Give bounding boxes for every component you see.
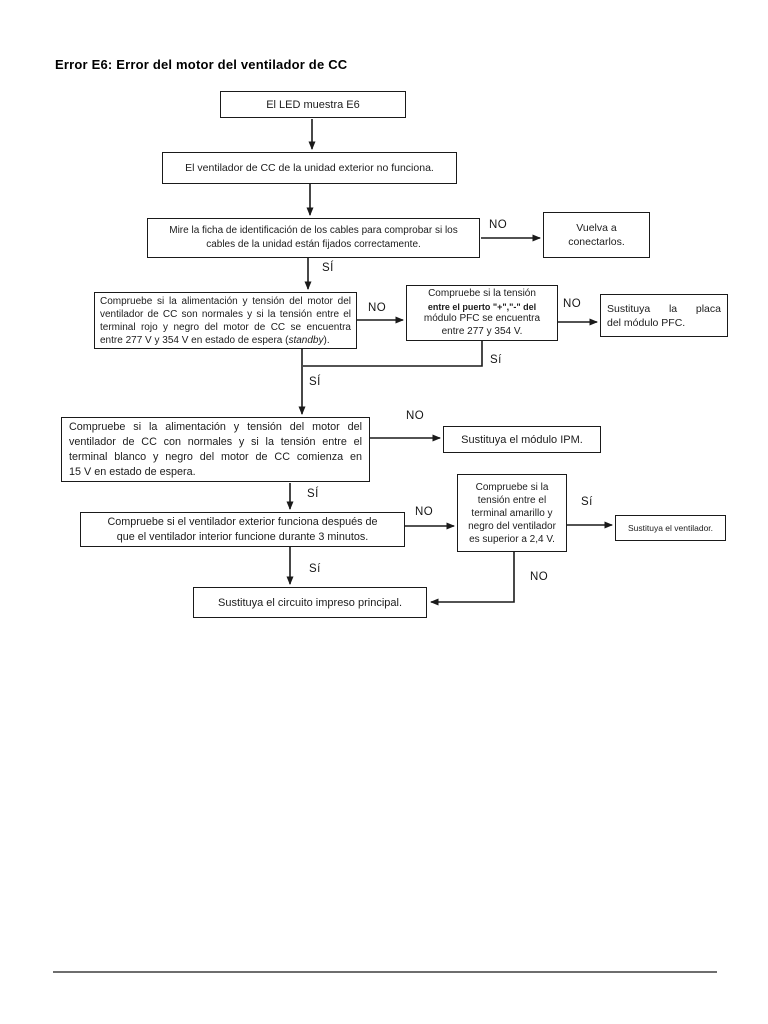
node-check-red-black-voltage: Compruebe si la alimentación y tensión d… <box>94 292 357 349</box>
label-no-pfc: NO <box>563 298 582 310</box>
label-si-3min: Sí <box>309 563 321 575</box>
node-text-line: Sustituya la placa <box>607 302 721 315</box>
node-text-line: entre 277 V y 354 V en estado de espera … <box>100 334 351 347</box>
node-text-line: 15 V en estado de espera. <box>69 465 196 478</box>
node-text-line: cables de la unidad están fijados correc… <box>206 239 421 250</box>
page-title: Error E6: Error del motor del ventilador… <box>55 57 348 72</box>
label-si-pfc: Sí <box>490 354 502 366</box>
node-text: Sustituya el circuito impreso principal. <box>217 596 403 609</box>
node-text-line: es superior a 2,4 V. <box>469 533 555 545</box>
node-text-line: Compruebe si la alimentación y tensión d… <box>69 420 362 433</box>
node-reconnect-cables: Vuelva a conectarlos. <box>543 212 650 258</box>
node-text-pre: entre 277 V y 354 V en estado de espera … <box>100 334 289 346</box>
footer-divider <box>53 971 717 973</box>
node-text-line: módulo PFC se encuentra <box>423 313 541 324</box>
node-text-line-bold: entre el puerto "+","-" del <box>427 301 537 312</box>
node-replace-pfc-board: Sustituya la placa del módulo PFC. <box>600 294 728 337</box>
node-check-yellow-black-voltage: Compruebe si la tensión entre el termina… <box>457 474 567 552</box>
label-no-whiteblack: NO <box>406 410 425 422</box>
arrow-yellowblack-no-mainboard <box>430 552 515 606</box>
node-text-line: que el ventilador interior funcione dura… <box>116 530 369 543</box>
node-replace-fan: Sustituya el ventilador. <box>615 515 726 541</box>
label-si-yellowblack: Sí <box>581 496 593 508</box>
node-text-line: Vuelva a <box>576 222 617 234</box>
node-text-line: terminal amarillo y <box>471 507 553 519</box>
label-no-redblack: NO <box>368 302 387 314</box>
node-text: Sustituya el ventilador. <box>627 523 714 533</box>
node-text-line: ventilador de CC con normales y si la te… <box>69 435 362 448</box>
node-text-line: entre 277 y 354 V. <box>441 325 523 337</box>
node-replace-main-board: Sustituya el circuito impreso principal. <box>193 587 427 618</box>
label-si-redblack: SÍ <box>309 376 321 388</box>
node-text-line: ventilador de CC son normales y si la te… <box>100 308 351 320</box>
node-text: El LED muestra E6 <box>266 98 360 111</box>
label-no-3min: NO <box>415 506 434 518</box>
node-text: Sustituya el módulo IPM. <box>461 433 583 446</box>
node-led-shows-e6: El LED muestra E6 <box>220 91 406 118</box>
node-text-line: Compruebe si el ventilador exterior func… <box>107 516 378 528</box>
node-check-white-black-voltage: Compruebe si la alimentación y tensión d… <box>61 417 370 482</box>
label-si-whiteblack: SÍ <box>307 488 319 500</box>
node-text-line: Mire la ficha de identificación de los c… <box>169 225 458 236</box>
label-si-cables: SÍ <box>322 262 334 274</box>
node-check-fan-after-3min: Compruebe si el ventilador exterior func… <box>80 512 405 547</box>
node-text-line: del módulo PFC. <box>607 316 686 329</box>
node-text-line: tensión entre el <box>477 494 547 506</box>
node-text-post: ). <box>323 334 330 346</box>
node-check-cable-labels: Mire la ficha de identificación de los c… <box>147 218 480 258</box>
node-text-line: Compruebe si la alimentación y tensión d… <box>100 295 351 307</box>
label-no-yellowblack: NO <box>530 571 549 583</box>
label-no-cables: NO <box>489 219 508 231</box>
node-text-line: Compruebe si la <box>475 481 549 493</box>
node-text-line: negro del ventilador <box>468 520 556 532</box>
node-outdoor-fan-not-working: El ventilador de CC de la unidad exterio… <box>162 152 457 184</box>
node-text-line: Compruebe si la tensión <box>428 288 536 299</box>
node-text-line: terminal rojo y negro del motor de CC se… <box>100 321 351 333</box>
node-text: El ventilador de CC de la unidad exterio… <box>185 162 434 174</box>
node-text-line: terminal blanco y negro del motor de CC … <box>69 450 362 463</box>
standby-italic: standby <box>288 334 324 346</box>
node-text-line: conectarlos. <box>568 236 625 248</box>
node-replace-ipm-module: Sustituya el módulo IPM. <box>443 426 601 453</box>
node-check-pfc-voltage: Compruebe si la tensión entre el puerto … <box>406 285 558 341</box>
